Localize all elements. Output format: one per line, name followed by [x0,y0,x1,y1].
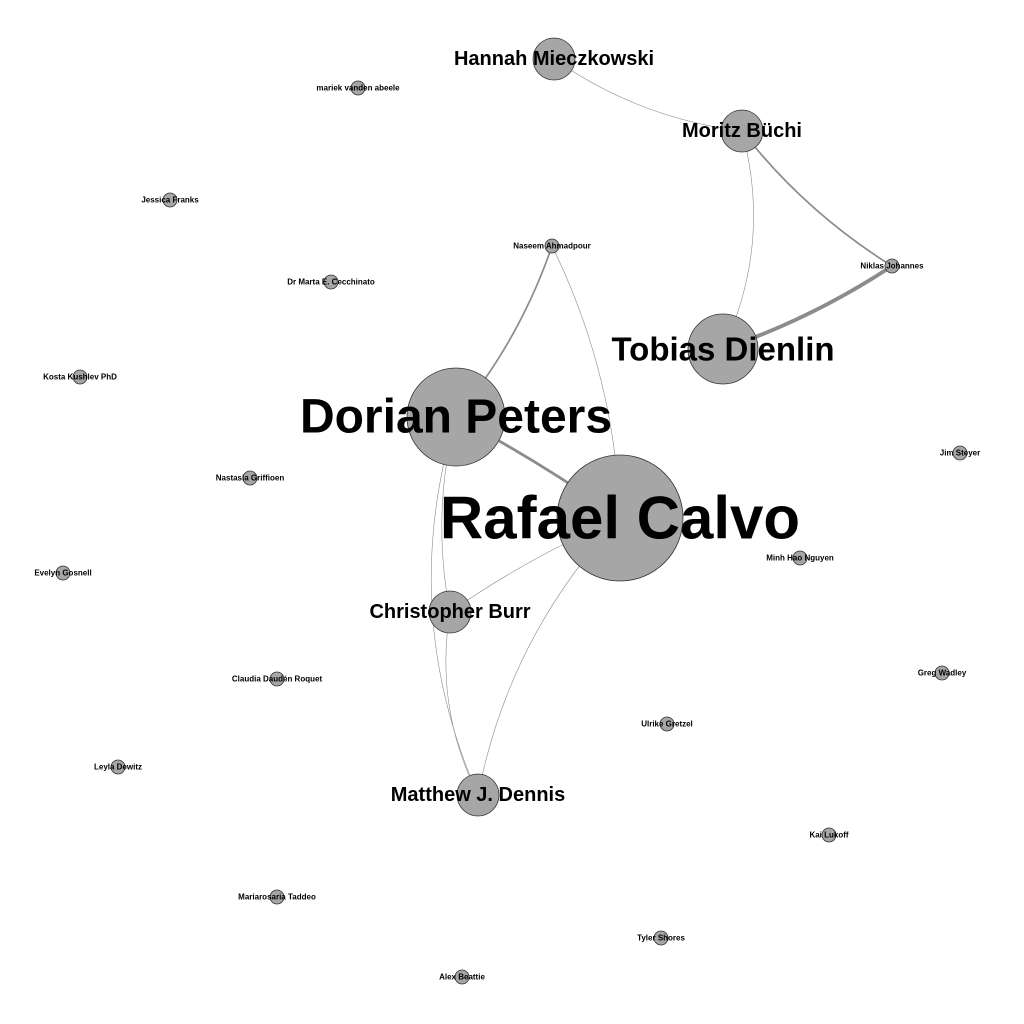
node-label-minh: Minh Hao Nguyen [766,554,834,563]
node-mariarosaria[interactable] [269,889,285,905]
node-niklas[interactable] [884,258,900,274]
node-tobias[interactable] [687,313,759,385]
node-minh[interactable] [792,550,808,566]
node-label-tobias: Tobias Dienlin [611,331,834,368]
node-christopher[interactable] [428,590,472,634]
node-ulrike[interactable] [659,716,675,732]
node-jessica[interactable] [162,192,178,208]
node-kostadin[interactable] [72,369,88,385]
edge-moritz-niklas [741,130,893,267]
node-claudia[interactable] [269,671,285,687]
node-label-leyla: Leyla Dewitz [94,763,142,772]
labels-layer: Rafael Calvo Dorian Peters Tobias Dienlin H… [34,48,980,982]
node-label-marta: Dr Marta E. Cecchinato [287,278,375,287]
node-label-alex: Alex Beattie [439,973,485,982]
node-label-christopher: Christopher Burr [369,601,530,623]
node-label-greg: Greg Wadley [918,669,967,678]
node-evelyn[interactable] [55,565,71,581]
node-label-ulrike: Ulrike Gretzel [641,720,693,729]
node-hannah[interactable] [532,37,576,81]
node-label-niklas: Niklas Johannes [860,262,924,271]
node-label-naseem: Naseem Ahmadpour [513,242,591,251]
node-alex[interactable] [454,969,470,985]
node-nastasia[interactable] [242,470,258,486]
node-mariek[interactable] [350,80,366,96]
nodes-layer [55,37,968,985]
node-jim[interactable] [952,445,968,461]
node-leyla[interactable] [110,759,126,775]
node-marta[interactable] [323,274,339,290]
node-greg[interactable] [934,665,950,681]
node-naseem[interactable] [544,238,560,254]
node-label-hannah: Hannah Mieczkowski [454,48,654,70]
node-label-claudia: Claudia Daudén Roquet [232,675,323,684]
node-label-nastasia: Nastasia Griffioen [216,474,285,483]
node-label-kai: Kai Lukoff [809,831,848,840]
node-label-matthew: Matthew J. Dennis [391,784,565,806]
node-label-mariarosaria: Mariarosaria Taddeo [238,893,316,902]
node-label-jim: Jim Steyer [940,449,980,458]
node-label-mariek: mariek vanden abeele [316,84,400,93]
node-rafael[interactable] [556,454,684,582]
node-label-moritz: Moritz Büchi [682,120,802,142]
node-label-kostadin: Kosta Kushlev PhD [43,373,117,382]
node-matthew[interactable] [456,773,500,817]
node-label-evelyn: Evelyn Gosnell [34,569,91,578]
node-tyler[interactable] [653,930,669,946]
node-label-rafael: Rafael Calvo [440,485,800,552]
node-moritz[interactable] [720,109,764,153]
node-label-jessica: Jessica Franks [141,196,199,205]
node-label-tyler: Tyler Shores [637,934,685,943]
node-dorian[interactable] [406,367,506,467]
node-kai[interactable] [821,827,837,843]
edge-hannah-moritz [553,58,743,132]
node-label-dorian: Dorian Peters [300,391,612,444]
edge-christopher-matthew [445,611,479,796]
